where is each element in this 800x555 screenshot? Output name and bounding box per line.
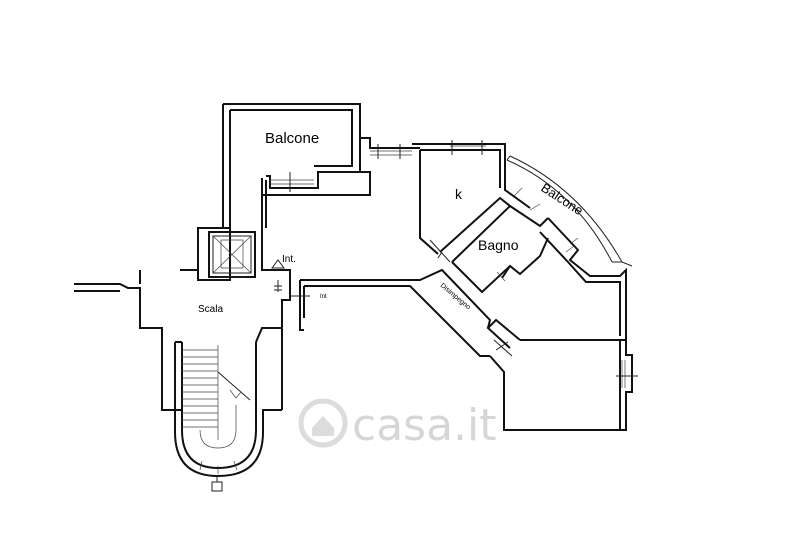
stairwell: Scala [74,283,283,492]
watermark-logo-icon [298,398,348,448]
label-intercom-lower: Int [320,294,327,300]
balcony-top: Balcone [222,103,361,256]
stair-treads [182,345,251,474]
elevator [197,227,256,281]
room-label-stairs: Scala [198,304,223,315]
watermark-text: casa.it [352,400,497,451]
apartment-walls [139,137,638,431]
room-label-balcone-curved: Balcone [538,180,586,218]
room-label-kitchen: k [455,186,463,202]
watermark: casa.it [298,398,497,451]
intercom: Int. Int [271,254,327,300]
room-label-bathroom: Bagno [478,237,519,253]
label-intercom-upper: Int. [282,254,296,265]
room-label-balcone-top: Balcone [265,130,319,147]
